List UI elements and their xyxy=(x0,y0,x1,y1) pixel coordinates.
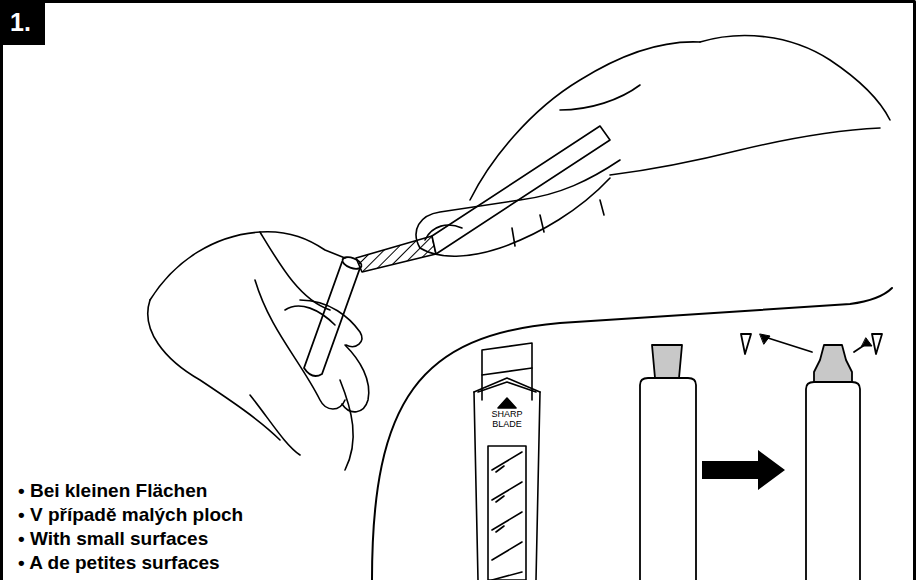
pen xyxy=(304,255,363,376)
blade-warning: SHARP BLADE xyxy=(489,409,525,429)
bullet-note: • V případě malých ploch xyxy=(18,503,243,527)
marker-before xyxy=(640,345,696,580)
knife-blade xyxy=(356,236,436,272)
marker-after xyxy=(741,334,882,580)
step-number-box: 1. xyxy=(0,0,45,45)
arrowhead-left xyxy=(760,334,770,344)
utility-knife xyxy=(474,343,540,580)
knife-handle xyxy=(432,126,610,254)
bullet-note: • With small surfaces xyxy=(18,527,208,551)
divider-curve xyxy=(372,288,892,580)
step-number: 1. xyxy=(10,8,33,37)
bullet-note: • Bei kleinen Flächen xyxy=(18,479,207,503)
right-hand xyxy=(416,36,890,257)
arrow xyxy=(702,450,785,490)
bullet-note: • A de petites surfaces xyxy=(18,551,220,575)
left-hand xyxy=(148,232,369,470)
arrowhead-right xyxy=(862,338,872,346)
